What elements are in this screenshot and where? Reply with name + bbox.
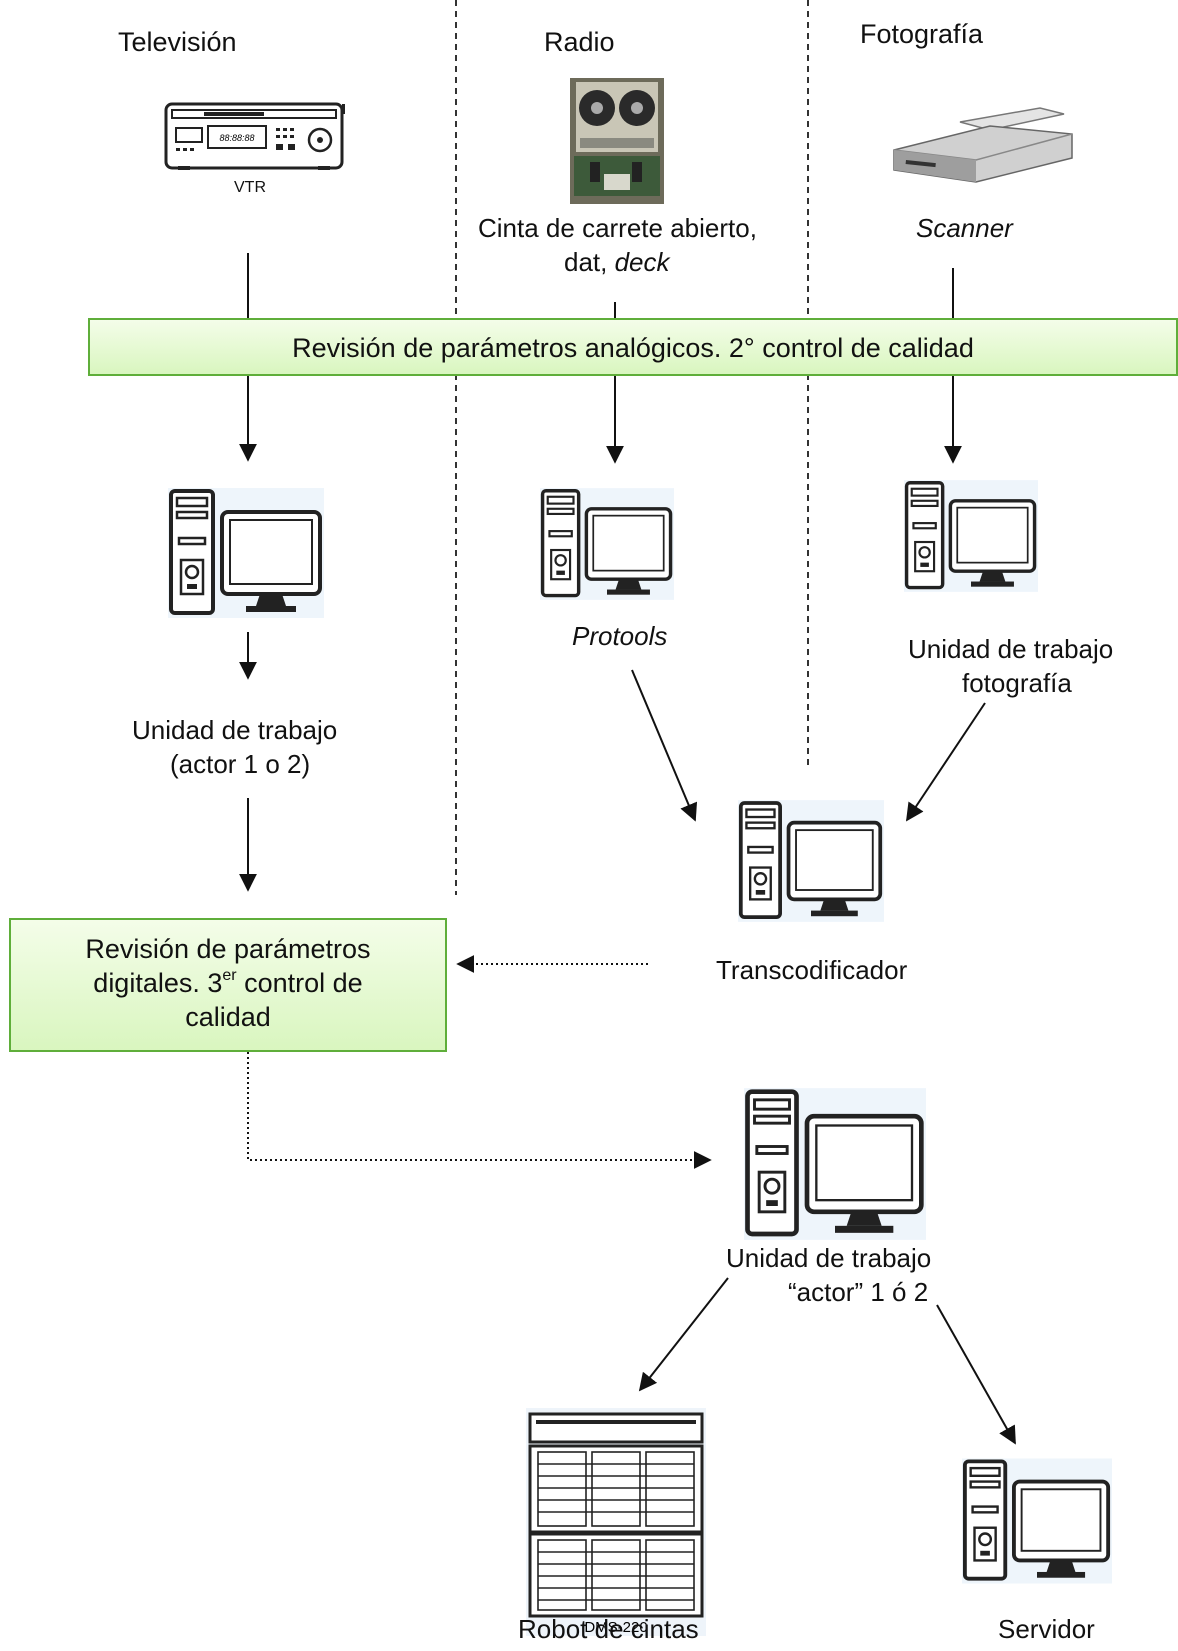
svg-text:88:88:88: 88:88:88 bbox=[219, 133, 254, 143]
digital-check-line2: digitales. 3er control de bbox=[11, 966, 445, 1000]
dotted-arrow-check-to-actor-unit bbox=[247, 1052, 712, 1169]
vtr-icon: 88:88:88 bbox=[164, 100, 346, 172]
scanner-image bbox=[890, 104, 1076, 186]
photo-unit-caption-line2: fotografía bbox=[962, 668, 1072, 698]
analog-quality-check-label: Revisión de parámetros analógicos. 2° co… bbox=[292, 333, 974, 363]
digital-check-line2-end: control de bbox=[236, 968, 363, 998]
server-caption: Servidor bbox=[998, 1614, 1095, 1644]
arrow-actor-unit-to-server bbox=[936, 1304, 1016, 1445]
reel-deck-caption-line1: Cinta de carrete abierto, bbox=[478, 213, 757, 243]
computer-icon-transcoder bbox=[738, 800, 884, 922]
computer-icon-tv-workstation bbox=[168, 488, 324, 618]
tape-robot-icon: DMS-220 bbox=[526, 1408, 706, 1636]
arrow-actor-unit-to-robot bbox=[638, 1277, 729, 1392]
reel-deck-caption-line2: dat, deck bbox=[564, 246, 670, 278]
column-title-television: Televisión bbox=[118, 27, 237, 57]
tape-robot-caption: Robot de cintas bbox=[518, 1614, 699, 1644]
digital-check-line2-start: digitales. 3 bbox=[93, 968, 223, 998]
svg-text:DMS-220: DMS-220 bbox=[584, 1619, 647, 1636]
tv-unit-caption-line2: (actor 1 o 2) bbox=[170, 749, 311, 779]
photo-unit-caption-line1: Unidad de trabajo bbox=[908, 634, 1114, 664]
column-title-photography: Fotografía bbox=[860, 19, 984, 49]
actor-unit-caption-line2: “actor” 1 ó 2 bbox=[788, 1277, 929, 1307]
reel-to-reel-deck-image bbox=[570, 78, 664, 204]
scanner-caption: Scanner bbox=[916, 213, 1013, 243]
analog-quality-check-box: Revisión de parámetros analógicos. 2° co… bbox=[88, 318, 1178, 376]
arrow-photo-to-transcoder bbox=[906, 702, 986, 822]
transcoder-caption: Transcodificador bbox=[716, 955, 908, 985]
protools-caption: Protools bbox=[572, 621, 668, 651]
reel-deck-caption-prefix: dat, bbox=[564, 247, 615, 277]
digital-check-line3: calidad bbox=[185, 1002, 271, 1032]
digital-check-superscript: er bbox=[222, 967, 237, 984]
computer-icon-server bbox=[962, 1458, 1112, 1584]
digital-check-line1: Revisión de parámetros bbox=[85, 934, 371, 964]
digital-quality-check-box: Revisión de parámetros digitales. 3er co… bbox=[9, 918, 447, 1052]
computer-icon-protools bbox=[540, 488, 674, 600]
vtr-caption: VTR bbox=[234, 179, 266, 196]
computer-icon-actor-unit bbox=[744, 1088, 926, 1240]
computer-icon-photo-workstation bbox=[904, 480, 1038, 592]
actor-unit-caption-line1: Unidad de trabajo bbox=[726, 1243, 932, 1273]
tv-unit-caption-line1: Unidad de trabajo bbox=[132, 715, 338, 745]
arrow-protools-to-transcoder bbox=[631, 669, 698, 822]
column-title-radio: Radio bbox=[544, 27, 615, 57]
reel-deck-caption-italic: deck bbox=[614, 247, 670, 277]
